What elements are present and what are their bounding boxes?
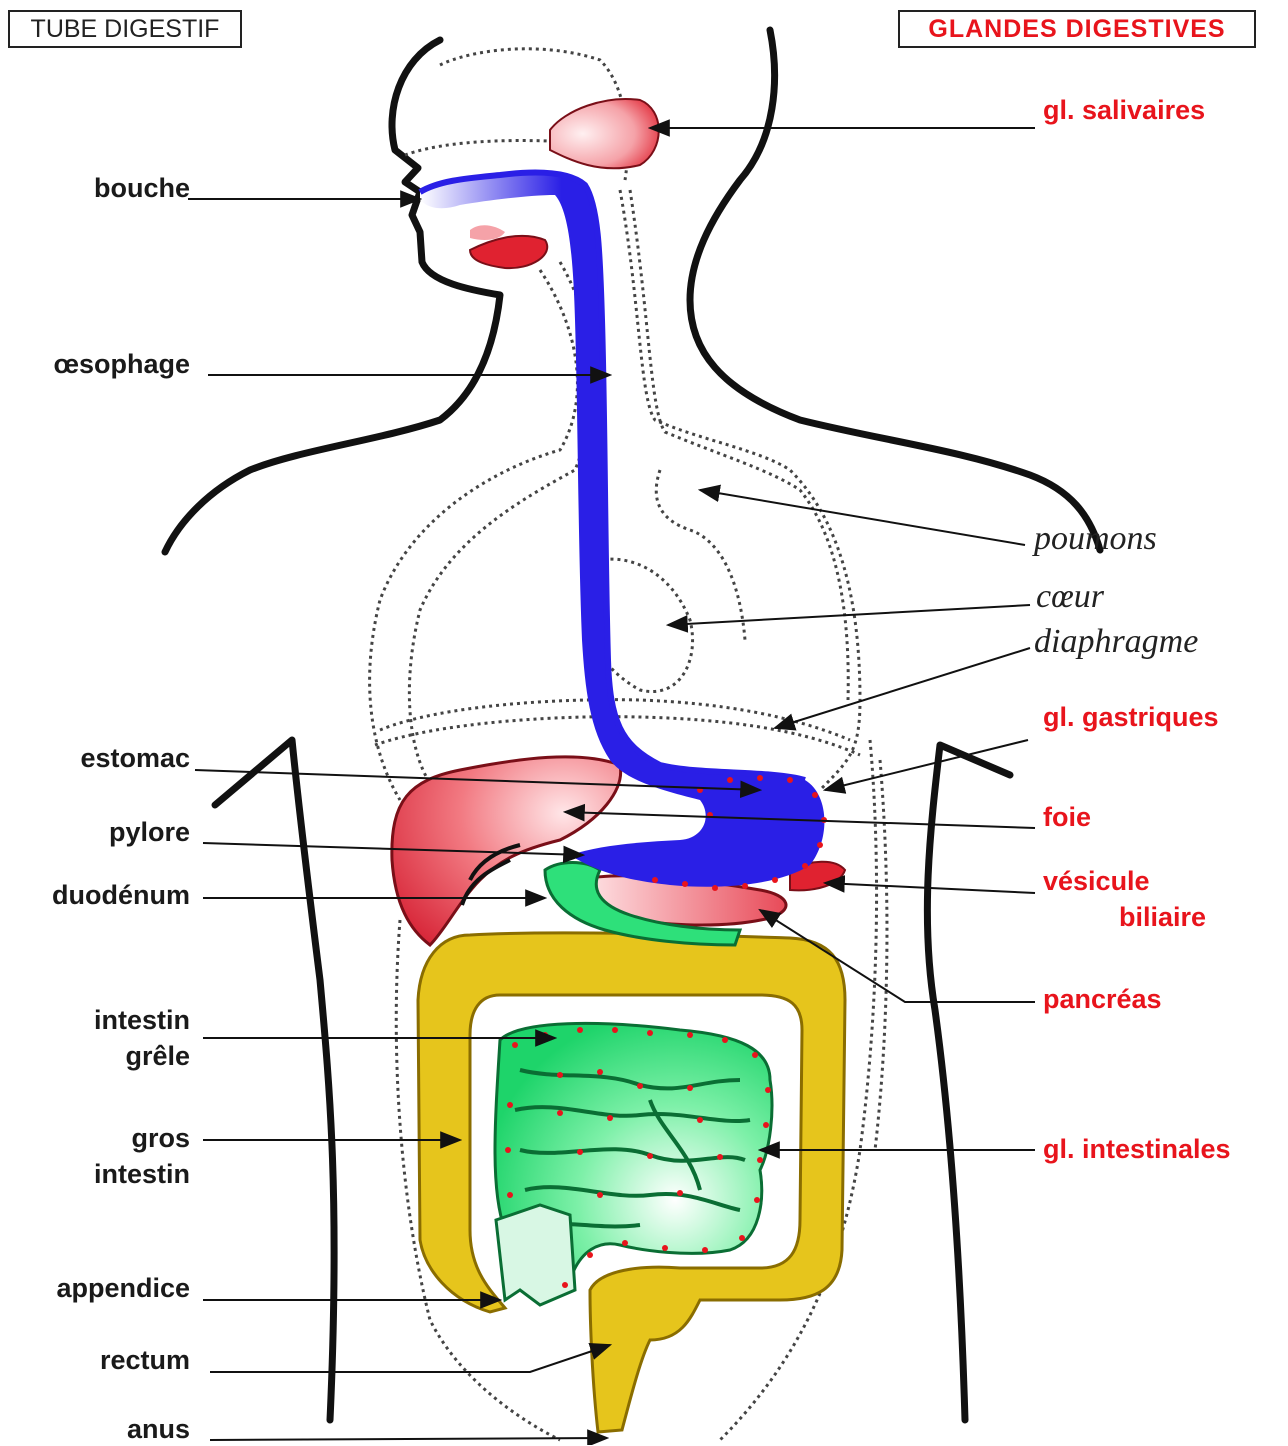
leader-poumons — [700, 490, 1025, 545]
small-intestine-shape — [495, 1023, 772, 1305]
tube-digestif-title: TUBE DIGESTIF — [8, 10, 242, 48]
label-foie: foie — [1043, 800, 1091, 834]
leader-anus — [210, 1438, 607, 1440]
label-gl-intestinales: gl. intestinales — [1043, 1132, 1231, 1166]
label-diaphragme: diaphragme — [1034, 625, 1198, 659]
label-pancreas: pancréas — [1043, 982, 1162, 1016]
label-duodenum: duodénum — [52, 878, 190, 912]
label-intestin-grele-line1: intestin — [94, 1003, 190, 1037]
label-gros-intestin-line1: gros — [131, 1121, 190, 1155]
leader-rectum — [210, 1345, 610, 1372]
label-bouche: bouche — [94, 171, 190, 205]
leader-diaphragme — [775, 648, 1030, 728]
label-gl-salivaires: gl. salivaires — [1043, 93, 1205, 127]
label-anus: anus — [127, 1412, 190, 1446]
label-estomac: estomac — [80, 741, 190, 775]
label-coeur: cœur — [1036, 580, 1104, 614]
label-pylore: pylore — [109, 815, 190, 849]
label-gl-gastriques: gl. gastriques — [1043, 700, 1219, 734]
leader-gastriques — [825, 740, 1028, 790]
label-appendice: appendice — [56, 1271, 190, 1305]
label-gros-intestin-line2: intestin — [94, 1157, 190, 1191]
label-rectum: rectum — [100, 1343, 190, 1377]
label-vesicule-line2: biliaire — [1119, 900, 1206, 934]
label-poumons: poumons — [1034, 522, 1157, 556]
leader-coeur — [668, 605, 1030, 625]
glandes-digestives-title: GLANDES DIGESTIVES — [898, 10, 1256, 48]
label-oesophage: œsophage — [53, 347, 190, 381]
label-vesicule-line1: vésicule — [1043, 864, 1150, 898]
label-intestin-grele-line2: grêle — [125, 1039, 190, 1073]
